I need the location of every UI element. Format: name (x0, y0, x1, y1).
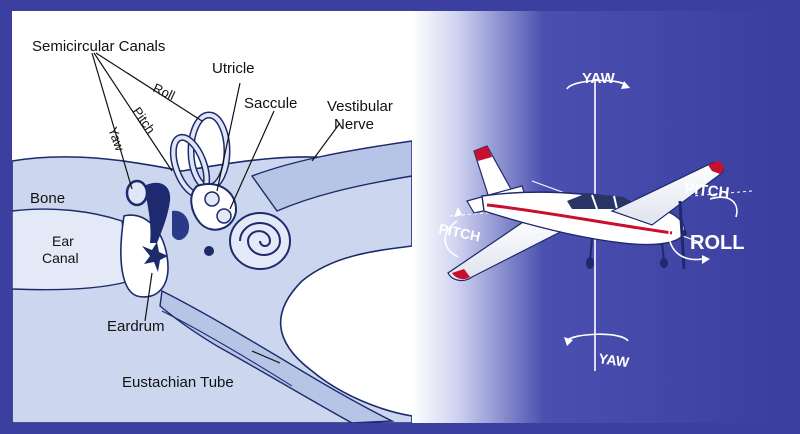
left-wingtip-stripe (452, 269, 470, 280)
ossicle-malleus (144, 182, 171, 243)
label-saccule: Saccule (244, 95, 297, 112)
yaw-arrowhead-bottom (564, 337, 573, 346)
roll-arrow (668, 220, 703, 261)
panel: Semicircular Canals Roll Pitch Yaw Utric… (12, 11, 788, 423)
eardrum-mark (142, 242, 168, 272)
airplane (447, 145, 724, 282)
pitch-arrow-left (444, 220, 459, 258)
yaw-arrowhead-top (621, 81, 630, 89)
label-bone: Bone (30, 190, 65, 207)
ear-panel: Semicircular Canals Roll Pitch Yaw Utric… (12, 11, 413, 423)
aircraft-panel: YAW YAW PITCH PITCH ROLL (412, 11, 788, 423)
label-roll-axis: ROLL (690, 232, 744, 254)
label-pitch-right: PITCH (684, 180, 731, 202)
roll-arrowhead (702, 255, 710, 264)
canal-yaw (125, 179, 149, 207)
label-canal: Canal (42, 250, 79, 266)
label-vestibular: Vestibular (327, 98, 393, 115)
airplane-cabin-windows (567, 193, 640, 209)
label-semicircular-canals: Semicircular Canals (32, 38, 165, 55)
airplane-left-wing (447, 215, 574, 282)
leader-lines (91, 52, 341, 364)
ossicle-incus (172, 210, 190, 241)
spinner (681, 230, 687, 236)
pitch-arrowhead-left (454, 207, 462, 217)
eustachian-tube-line (161, 310, 293, 387)
diagram-canvas: Semicircular Canals Roll Pitch Yaw Utric… (12, 11, 788, 423)
label-nerve: Nerve (334, 116, 374, 133)
window-divider-2 (613, 195, 618, 210)
tail-stripe (474, 146, 492, 161)
label-yaw-top: YAW (582, 70, 616, 87)
window-divider-1 (591, 194, 598, 210)
label-eardrum: Eardrum (107, 318, 165, 335)
wheel-main (586, 257, 594, 269)
round-window (204, 246, 214, 256)
wheel-nose (660, 258, 668, 268)
label-ear: Ear (52, 233, 74, 249)
cochlea-spiral (239, 222, 282, 256)
label-eustachian-tube: Eustachian Tube (122, 374, 234, 391)
right-wingtip-stripe (708, 161, 724, 174)
fuselage-stripe (486, 203, 673, 235)
pitch-arrow-right (709, 196, 738, 218)
saccule-shape (216, 208, 232, 224)
label-utricle: Utricle (212, 60, 255, 77)
utricle-shape (204, 191, 220, 207)
label-yaw-bottom: YAW (598, 350, 631, 370)
gear-nose (661, 242, 665, 262)
eustachian-tube-shape (159, 289, 395, 423)
